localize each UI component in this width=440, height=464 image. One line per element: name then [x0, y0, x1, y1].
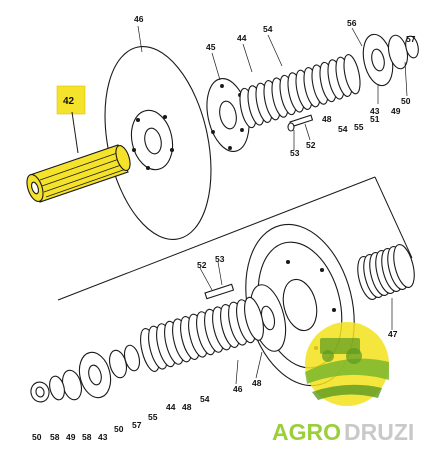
highlighted-shaft-42: [26, 144, 131, 203]
part-number: 57: [406, 34, 416, 44]
coil-ring: [244, 296, 264, 341]
part-number: 58: [50, 432, 60, 442]
watermark: AGRO DRUZI: [272, 419, 414, 445]
part-number: 50: [32, 432, 42, 442]
part-number: 44: [237, 33, 247, 43]
part-number: 52: [306, 140, 316, 150]
part-number: 53: [290, 148, 300, 158]
leader-lines: [137, 25, 408, 385]
lower-assembly: [30, 223, 415, 403]
part-number: 52: [197, 260, 207, 270]
part-number: 54: [338, 124, 348, 134]
highlight-label-42: 42: [63, 96, 75, 107]
part-number: 48: [322, 114, 332, 124]
part-number: 55: [148, 412, 158, 422]
part-number: 43: [98, 432, 108, 442]
part-number: 57: [132, 420, 142, 430]
part-number: 49: [391, 106, 401, 116]
part-number: 48: [182, 402, 192, 412]
highlight-marker-42: [56, 85, 86, 154]
part-number: 50: [114, 424, 124, 434]
part-number: 45: [206, 42, 216, 52]
part-number: 53: [215, 254, 225, 264]
watermark-druzi: DRUZI: [344, 419, 414, 445]
part-number: 44: [166, 402, 176, 412]
part-number: 46: [134, 14, 144, 24]
part-number: 56: [347, 18, 357, 28]
group-frame: [57, 176, 413, 301]
part-number: 47: [388, 329, 398, 339]
part-number: 50: [401, 96, 411, 106]
agrodruzi-logo: [305, 322, 389, 406]
part-number: 51: [370, 114, 380, 124]
watermark-agro: AGRO: [272, 419, 341, 445]
part-number: 54: [200, 394, 210, 404]
coil-ring: [343, 54, 361, 95]
part-number: 55: [354, 122, 364, 132]
part-number: 46: [233, 384, 243, 394]
part-number: 54: [263, 24, 273, 34]
part-number: 48: [252, 378, 262, 388]
part-number: 43: [370, 106, 380, 116]
part-number: 58: [82, 432, 92, 442]
coil-ring: [393, 243, 415, 289]
upper-assembly: [104, 33, 419, 240]
part-number: 49: [66, 432, 76, 442]
